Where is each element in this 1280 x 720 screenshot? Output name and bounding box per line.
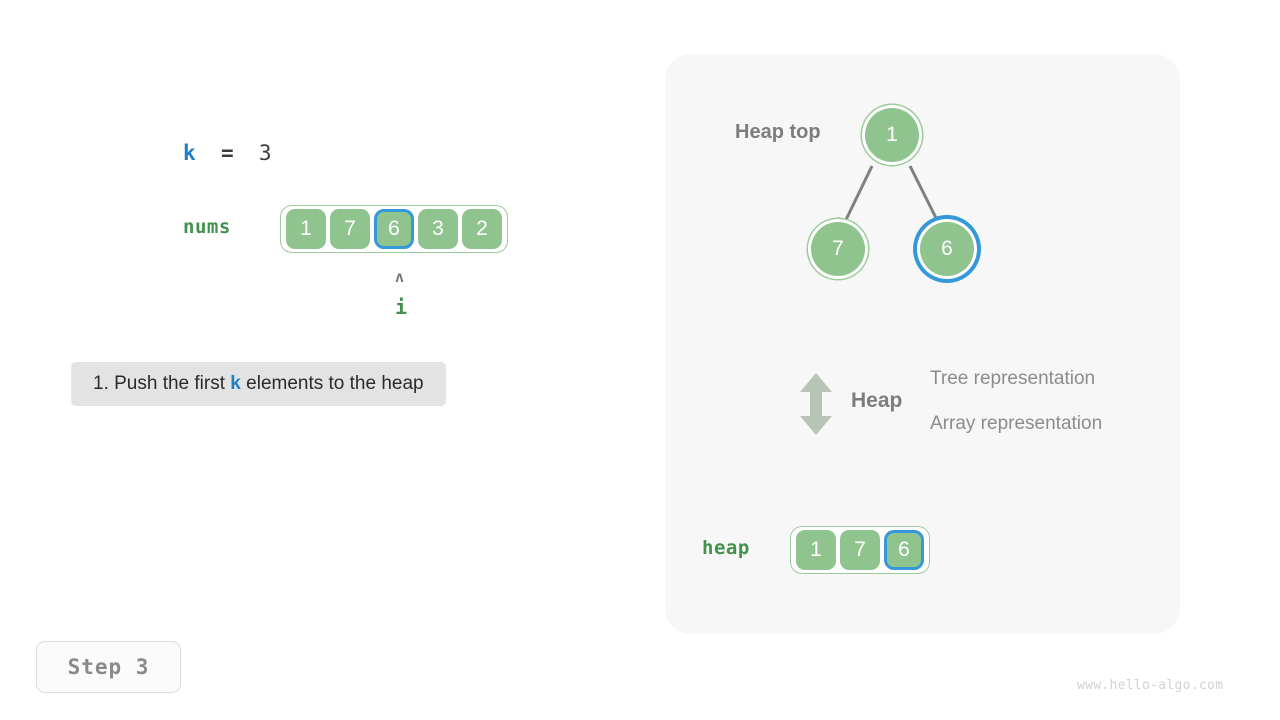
heap-cell-2: 6 (884, 530, 924, 570)
heap-cell-1: 7 (840, 530, 880, 570)
watermark: www.hello-algo.com (1077, 678, 1224, 693)
step-caption: 1. Push the first k elements to the heap (71, 362, 446, 406)
legend-tree-representation: Tree representation (930, 368, 1096, 389)
nums-cell-1: 7 (330, 209, 370, 249)
double-arrow-vertical-icon (800, 373, 832, 435)
legend-array-representation: Array representation (930, 413, 1103, 434)
nums-cell-0: 1 (286, 209, 326, 249)
nums-array-label: nums (183, 216, 231, 238)
heap-array-label: heap (702, 537, 750, 559)
k-variable-row: k = 3 (183, 141, 272, 165)
heap-top-label: Heap top (735, 121, 821, 143)
tree-node-right-child: 6 (920, 222, 974, 276)
heap-cell-0: 1 (796, 530, 836, 570)
nums-array: 1 7 6 3 2 (280, 205, 508, 253)
tree-node-root: 1 (865, 108, 919, 162)
edge-root-to-left (838, 165, 874, 234)
caption-keyword: k (230, 373, 241, 394)
tree-node-left-child: 7 (811, 222, 865, 276)
k-equals-sign: = (195, 141, 259, 165)
caption-prefix: 1. Push the first (93, 373, 231, 394)
k-variable-value: 3 (258, 141, 272, 165)
nums-cell-2: 6 (374, 209, 414, 249)
caption-suffix: elements to the heap (240, 373, 424, 394)
heap-array: 1 7 6 (790, 526, 930, 574)
k-variable-name: k (183, 141, 196, 165)
edge-root-to-right (908, 165, 944, 234)
caret-up-icon: ʌ (395, 268, 405, 286)
legend-heap-label: Heap (851, 389, 903, 412)
tree-edges (838, 165, 944, 234)
nums-cell-4: 2 (462, 209, 502, 249)
nums-cell-3: 3 (418, 209, 458, 249)
index-pointer-label: i (395, 295, 408, 319)
step-badge: Step 3 (36, 641, 181, 693)
